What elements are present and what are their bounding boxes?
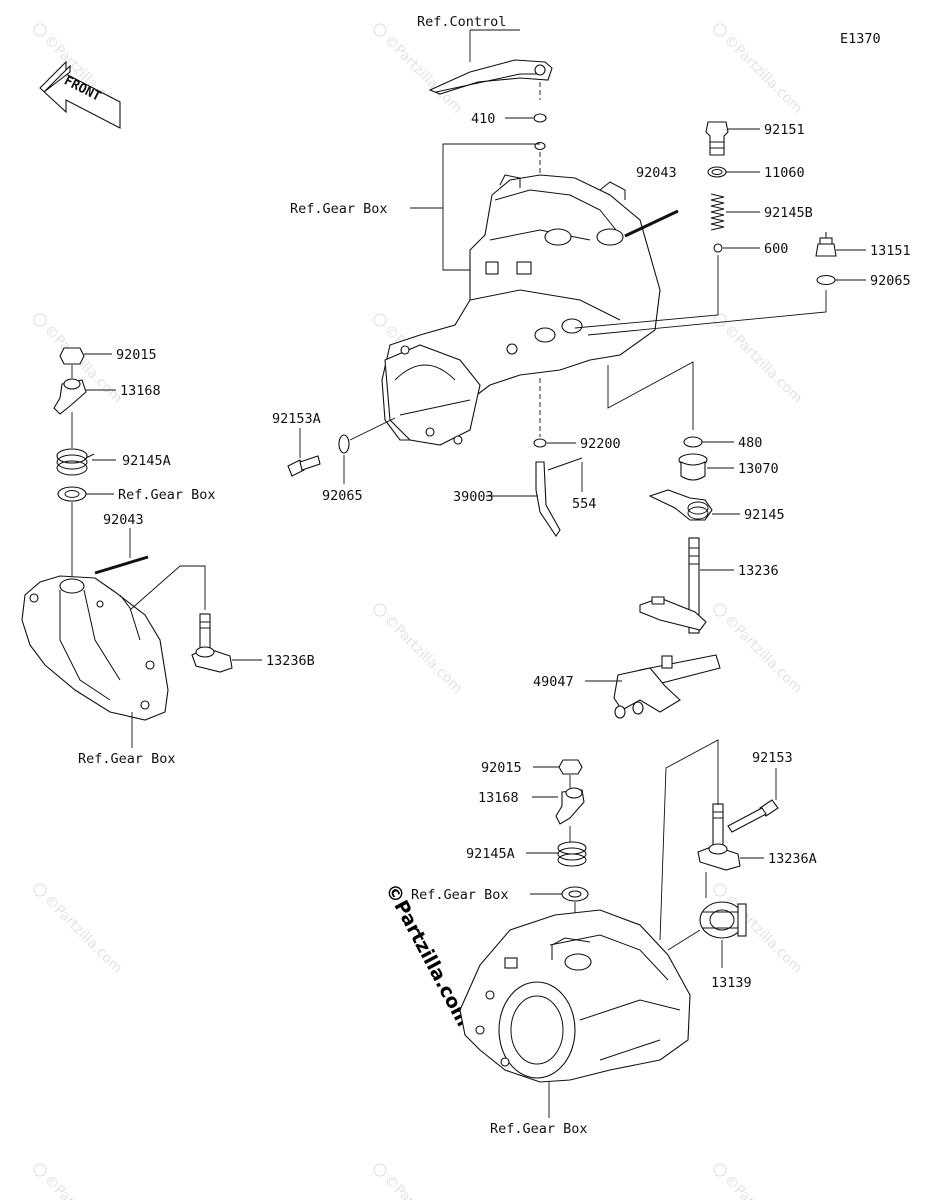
part-92065-washer: [816, 274, 836, 286]
part-92145a-spring-bottom: [557, 841, 587, 867]
label-92015-left: 92015: [116, 347, 157, 363]
part-92200: [533, 438, 547, 448]
label-92145b: 92145B: [764, 205, 813, 221]
part-13139-bearing: [699, 901, 747, 939]
part-480: [683, 436, 703, 448]
label-600: 600: [764, 241, 788, 257]
label-92065-right: 92065: [870, 273, 911, 289]
svg-text:©Partzilla.com: ©Partzilla.com: [721, 32, 806, 117]
label-ref-gear-box-bottom: Ref.Gear Box: [490, 1121, 588, 1137]
label-13070: 13070: [738, 461, 779, 477]
label-13168-bottom: 13168: [478, 790, 519, 806]
part-92015-nut-bottom: [558, 759, 583, 775]
part-13168-lever-bottom: [555, 787, 585, 825]
label-ref-control: Ref.Control: [417, 14, 506, 30]
label-480: 480: [738, 435, 762, 451]
label-39003: 39003: [453, 489, 494, 505]
label-ref-gear-box-left: Ref.Gear Box: [118, 487, 216, 503]
label-ref-gear-box-bottom-upper: Ref.Gear Box: [411, 887, 509, 903]
watermark: ©Partzilla.com: [33, 883, 126, 977]
part-410: [533, 113, 547, 123]
label-11060: 11060: [764, 165, 805, 181]
watermark: ©Partzilla.com: [713, 1163, 806, 1200]
label-92065-mid: 92065: [322, 488, 363, 504]
part-13236b-shaft: [191, 613, 233, 673]
part-92153a-bolt: [287, 455, 321, 477]
part-92065-mid: [338, 434, 350, 454]
label-92151: 92151: [764, 122, 805, 138]
part-13070-bushing: [678, 453, 708, 481]
label-92153: 92153: [752, 750, 793, 766]
label-ref-gear-box-top: Ref.Gear Box: [290, 201, 388, 217]
part-11060: [707, 166, 727, 178]
watermark: ©Partzilla.com: [713, 603, 806, 697]
part-13151-switch: [815, 232, 837, 257]
part-92151: [705, 121, 729, 156]
label-13236b: 13236B: [266, 653, 315, 669]
svg-text:©Partzilla.com: ©Partzilla.com: [721, 1172, 806, 1200]
diagram-code: E1370: [840, 31, 881, 47]
label-92043-left: 92043: [103, 512, 144, 528]
svg-text:©Partzilla.com: ©Partzilla.com: [381, 612, 466, 697]
part-oil-seal-left: [57, 486, 87, 502]
part-92015-nut-left: [59, 347, 85, 365]
svg-text:©Partzilla.com: ©Partzilla.com: [381, 32, 466, 117]
label-92043-top: 92043: [636, 165, 677, 181]
label-92145a-bottom: 92145A: [466, 846, 515, 862]
watermark: ©Partzilla.com: [33, 1163, 126, 1200]
label-92145: 92145: [744, 507, 785, 523]
gear-box-housing-top: [381, 174, 661, 446]
svg-text:©Partzilla.com: ©Partzilla.com: [41, 1172, 126, 1200]
svg-text:©Partzilla.com: ©Partzilla.com: [41, 892, 126, 977]
gear-box-housing-left: [21, 575, 169, 721]
label-92145a-left: 92145A: [122, 453, 171, 469]
watermark: ©Partzilla.com: [713, 23, 806, 117]
label-13168-left: 13168: [120, 383, 161, 399]
label-ref-gear-box-left-bottom: Ref.Gear Box: [78, 751, 176, 767]
part-92153-bolt: [727, 799, 779, 833]
part-13236-shaft: [639, 537, 707, 634]
part-39003-lever: [535, 461, 561, 537]
label-92015-bottom: 92015: [481, 760, 522, 776]
watermark: ©Partzilla.com: [373, 23, 466, 117]
label-13151: 13151: [870, 243, 911, 259]
part-92145-spring: [648, 489, 713, 521]
part-92145b-spring: [710, 193, 725, 231]
ref-control-lever: [428, 59, 553, 95]
svg-text:©Partzilla.com: ©Partzilla.com: [721, 612, 806, 697]
watermark: ©Partzilla.com: [373, 1163, 466, 1200]
part-92145a-spring-left: [56, 448, 95, 476]
part-oil-seal-bottom: [561, 886, 589, 902]
label-92153a: 92153A: [272, 411, 321, 427]
svg-text:©Partzilla.com: ©Partzilla.com: [721, 322, 806, 407]
svg-text:©Partzilla.com: ©Partzilla.com: [381, 1172, 466, 1200]
part-49047-shift-fork: [613, 654, 721, 719]
label-13236: 13236: [738, 563, 779, 579]
label-554: 554: [572, 496, 596, 512]
part-13236a-shaft: [697, 803, 741, 871]
part-13168-lever-left: [53, 378, 87, 415]
label-410: 410: [471, 111, 495, 127]
label-13139: 13139: [711, 975, 752, 991]
part-600-ball: [713, 243, 723, 253]
label-13236a: 13236A: [768, 851, 817, 867]
watermark: ©Partzilla.com: [713, 313, 806, 407]
label-92200: 92200: [580, 436, 621, 452]
label-49047: 49047: [533, 674, 574, 690]
watermark: ©Partzilla.com: [373, 603, 466, 697]
gear-box-housing-bottom: [459, 909, 691, 1083]
